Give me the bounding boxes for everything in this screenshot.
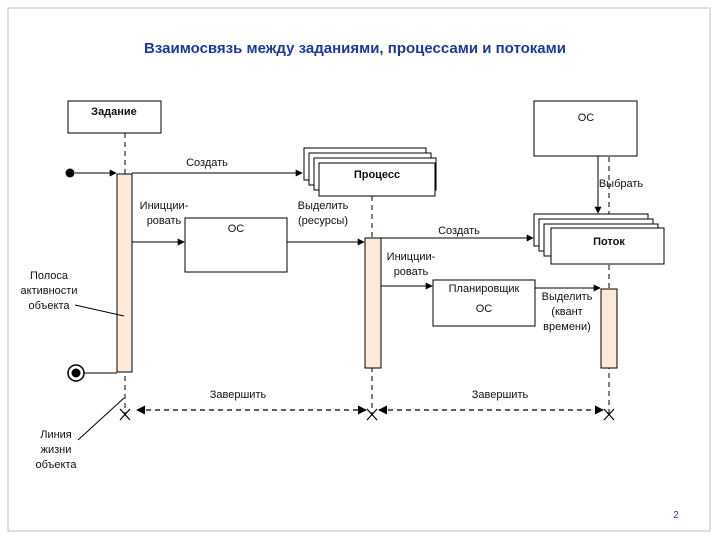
task-label: Задание	[91, 106, 137, 118]
os-top-label: ОС	[578, 112, 595, 124]
callout-lifeline-line3: объекта	[35, 459, 77, 471]
callout-activity-bar-pointer	[74, 304, 125, 317]
activation-bar-task	[116, 173, 133, 373]
message-allocate-quantum-line3: времени)	[543, 321, 591, 333]
message-allocate-quantum-line1: Выделить	[542, 291, 593, 303]
message-finish-1-label: Завершить	[210, 389, 267, 401]
message-allocate-resources-line2: (ресурсы)	[298, 215, 348, 227]
callout-activity-bar-line3: объекта	[28, 300, 70, 312]
callout-activity-bar-line1: Полоса	[30, 270, 69, 282]
message-initialize-1-line1: Иницции-	[140, 200, 189, 212]
message-initialize-2-line2: ровать	[394, 266, 429, 278]
diagram-title: Взаимосвязь между заданиями, процессами …	[144, 40, 566, 57]
message-create-thread-label: Создать	[438, 225, 480, 237]
message-finish-2-label: Завершить	[472, 389, 529, 401]
message-create-process-label: Создать	[186, 157, 228, 169]
os-middle-label: ОС	[228, 223, 245, 235]
final-node-inner	[71, 368, 81, 378]
callout-activity-bar-line2: активности	[21, 285, 78, 297]
message-select-label: Выбрать	[599, 178, 644, 190]
scheduler-label-line1: Планировщик	[449, 283, 520, 295]
page-number: 2	[673, 510, 679, 521]
scheduler-label-line2: ОС	[476, 303, 493, 315]
callout-lifeline-pointer	[77, 397, 125, 441]
thread-box	[550, 227, 665, 265]
activation-bar-process	[364, 237, 382, 369]
activation-bar-thread	[600, 288, 618, 369]
message-initialize-1-line2: ровать	[147, 215, 182, 227]
callout-lifeline-line1: Линия	[40, 429, 72, 441]
process-box	[318, 162, 436, 197]
slide-frame	[7, 7, 711, 532]
scheduler-box	[432, 279, 536, 327]
os-middle-box	[184, 217, 288, 273]
termination-mark-task	[119, 408, 131, 421]
message-allocate-quantum-line2: (квант	[551, 306, 582, 318]
thread-label: Поток	[593, 236, 625, 248]
task-box	[67, 100, 162, 134]
message-allocate-resources-line1: Выделить	[298, 200, 349, 212]
initial-node	[65, 168, 75, 178]
termination-mark-process	[366, 408, 378, 421]
process-label: Процесс	[354, 169, 400, 181]
os-top-box	[533, 100, 638, 157]
message-initialize-2-line1: Иницции-	[387, 251, 436, 263]
termination-mark-thread	[603, 408, 615, 421]
callout-lifeline-line2: жизни	[41, 444, 72, 456]
